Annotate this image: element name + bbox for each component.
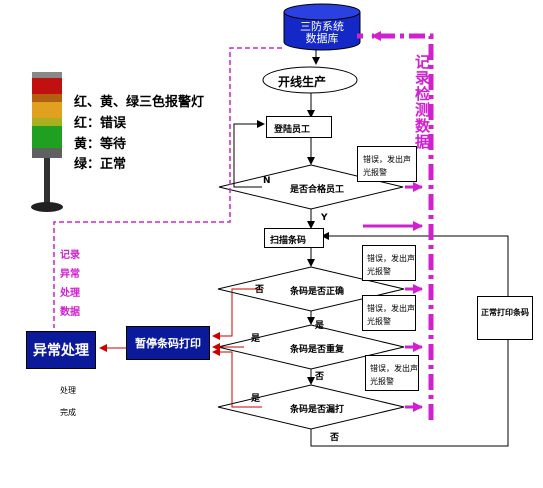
database-label-line2: 数据库 [305, 32, 339, 45]
alarm-note-1-line2: 光报警 [363, 168, 387, 177]
tower-light-red: 红：错误 [74, 116, 127, 131]
login-label: 登陆员工 [274, 125, 311, 135]
check-duplicate-label: 条码是否重复 [290, 345, 345, 355]
label-no-3: 否 [330, 433, 340, 443]
alarm-note-1: 错误，发出声 光报警 [357, 146, 417, 182]
normal-print-box: 正常打印条码 [477, 296, 533, 340]
exception-label: 异常处理 [33, 343, 89, 359]
alarm-note-3: 错误，发出声 光报警 [362, 295, 416, 331]
check-operator-label: 是否合格员工 [290, 185, 345, 195]
alarm-note-4: 错误，发出声 光报警 [365, 355, 419, 391]
label-no-2: 否 [315, 372, 325, 382]
alarm-note-4-line1: 错误，发出声 [370, 364, 418, 373]
exception-note-line3: 处理 [60, 288, 80, 299]
alarm-note-2: 错误，发出声 光报警 [362, 245, 416, 281]
label-yes-2: 是 [251, 334, 261, 344]
label-yes-3: 是 [251, 394, 261, 404]
tower-light-green: 绿：正常 [74, 157, 127, 172]
tower-light-yellow: 黄：等待 [74, 137, 127, 152]
done-label: 处理 完成 [60, 380, 76, 424]
start-label: 开线生产 [278, 75, 327, 89]
alarm-note-1-line1: 错误，发出声 [363, 155, 411, 164]
login-box: 登陆员工 [266, 116, 332, 138]
pause-print-label: 暂停条码打印 [135, 337, 201, 350]
label-no-1: 否 [255, 285, 265, 295]
database-label-line1: 三防系统 [300, 20, 344, 33]
alarm-note-2-line1: 错误，发出声 [367, 254, 415, 263]
label-N: N [263, 176, 271, 186]
database-cylinder [283, 3, 361, 51]
start-ellipse [262, 66, 358, 94]
tower-light-title: 红、黄、绿三色报警灯 [74, 95, 205, 110]
normal-print-label: 正常打印条码 [481, 308, 529, 317]
exception-note-line2: 异常 [60, 269, 80, 280]
alarm-note-2-line2: 光报警 [367, 267, 391, 276]
tower-light-image [31, 72, 63, 212]
pause-print-box: 暂停条码打印 [126, 326, 210, 360]
scan-box: 扫描条码 [264, 228, 324, 248]
done-line2: 完成 [60, 408, 76, 417]
alarm-note-4-line2: 光报警 [370, 377, 394, 386]
side-record-label: 记录检测数据 [413, 54, 431, 150]
check-correct-label: 条码是否正确 [290, 287, 345, 297]
done-line1: 处理 [60, 386, 76, 395]
alarm-note-3-line2: 光报警 [367, 317, 391, 326]
exception-note: 记录 异常 处理 数据 [60, 246, 80, 322]
check-missing-label: 条码是否漏打 [290, 405, 345, 415]
scan-label: 扫描条码 [270, 236, 307, 246]
exception-box: 异常处理 [26, 331, 96, 369]
exception-note-line1: 记录 [60, 250, 80, 261]
label-yes-1: 是 [315, 321, 325, 331]
alarm-note-3-line1: 错误，发出声 [367, 304, 415, 313]
exception-note-line4: 数据 [60, 307, 80, 318]
database-label: 三防系统 数据库 [286, 21, 358, 45]
label-Y: Y [321, 213, 328, 223]
